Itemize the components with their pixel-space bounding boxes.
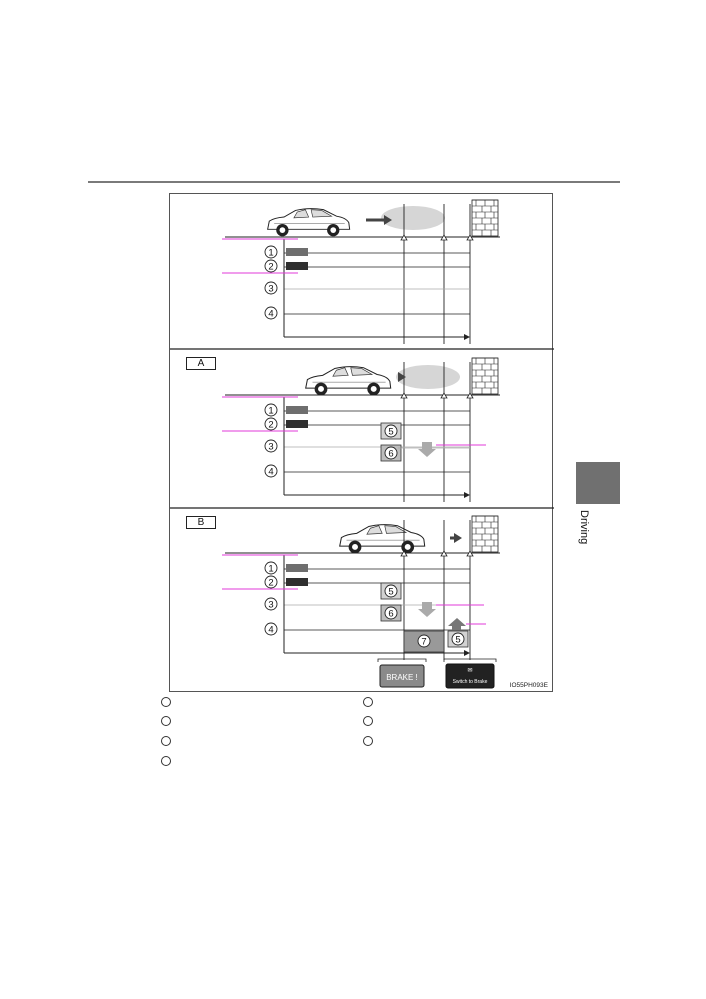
panel-label-a: A (186, 357, 216, 370)
panel-default-row-number-2 (264, 259, 278, 273)
panel-a-row-number-4 (264, 464, 278, 478)
panel-a-decel-arrow (418, 442, 436, 457)
switch-display-text: Switch to Brake (453, 679, 488, 685)
panel-b-decel-arrow (418, 602, 436, 617)
panel-default-indicator-bar-1 (286, 248, 308, 256)
panel-default-timeline-marker-1 (440, 234, 448, 241)
panel-default-row-number-1 (264, 245, 278, 259)
panel-b-timeline-marker-0 (400, 550, 408, 557)
panel-a-timeline-marker-0 (400, 392, 408, 399)
panel-default-time-axis-head (464, 334, 470, 340)
panel-b-row-number-2-text: 2 (268, 578, 273, 589)
panel-b-row-number-1-text: 1 (268, 564, 273, 575)
panel-b-row-number-1 (264, 561, 278, 575)
legend-marker-6 (363, 716, 373, 726)
panel-b-block-5-num-text: 5 (388, 587, 393, 598)
legend-marker-5 (363, 697, 373, 707)
panel-b-timeline-marker-2 (466, 550, 474, 557)
panel-a-motion-arrow-head (398, 372, 406, 382)
header-rule (88, 181, 620, 183)
brake-display-text: BRAKE ! (386, 673, 418, 682)
panel-b-block-5-num (384, 584, 398, 598)
panel-a-indicator-bar-2 (286, 420, 308, 428)
panel-a-timeline-marker-1 (440, 392, 448, 399)
panel-b-timeline-marker-1 (440, 550, 448, 557)
panel-b-indicator-bar-2 (286, 578, 308, 586)
panel-b-row-number-3-text: 3 (268, 600, 273, 611)
panel-label-b: B (186, 516, 216, 529)
panel-a-row-number-2 (264, 417, 278, 431)
panel-b-release-arrow (448, 618, 466, 633)
panel-a-wall (471, 357, 499, 395)
panel-default-row-number-2-text: 2 (268, 262, 273, 273)
panel-b-block-6-num-text: 6 (388, 609, 393, 620)
panel-default-timeline-marker-0 (400, 234, 408, 241)
panel-b-block-7-num-text: 7 (421, 637, 426, 648)
panel-a-block-5-num (384, 424, 398, 438)
panel-b-block-5-late-num-text: 5 (455, 635, 460, 646)
panel-b-row-number-3 (264, 597, 278, 611)
panel-default-row-number-4 (264, 306, 278, 320)
panel-a-row-number-2-text: 2 (268, 420, 273, 431)
panel-default-row-number-3 (264, 281, 278, 295)
panel-b-block-5-late-num (451, 632, 465, 646)
panel-a-row-number-4-text: 4 (268, 467, 273, 478)
panel-b-row-number-4 (264, 622, 278, 636)
panel-b-indicator-bar-1 (286, 564, 308, 572)
legend-marker-7 (363, 736, 373, 746)
panel-a-row-number-3-text: 3 (268, 442, 273, 453)
switch-display (445, 663, 495, 689)
panel-a-row-number-1 (264, 403, 278, 417)
panel-a-block-6-num-text: 6 (388, 449, 393, 460)
legend-marker-2 (161, 716, 171, 726)
panel-b-wall (471, 515, 499, 553)
panel-default-row-number-4-text: 4 (268, 309, 273, 320)
panel-a-car (305, 366, 392, 396)
panel-default-car (267, 208, 351, 237)
panel-b-block-7-num (417, 634, 431, 648)
switch-display-icon: ✉ (467, 668, 472, 674)
panel-default-indicator-bar-2 (286, 262, 308, 270)
panel-a-timeline-marker-2 (466, 392, 474, 399)
legend-marker-1 (161, 697, 171, 707)
brake-bracket (377, 658, 427, 662)
section-tab (576, 462, 620, 504)
panel-b-block-6-num (384, 606, 398, 620)
panel-a-row-number-1-text: 1 (268, 406, 273, 417)
figure-id: IO55PH093E (509, 682, 548, 689)
panel-default-wall (471, 199, 499, 237)
panel-a-row-number-3 (264, 439, 278, 453)
panel-b-row-number-4-text: 4 (268, 625, 273, 636)
panel-a-time-axis-head (464, 492, 470, 498)
panel-a-block-6-num (384, 446, 398, 460)
panel-a-block-5-num-text: 5 (388, 427, 393, 438)
panel-b-row-number-2 (264, 575, 278, 589)
panel-a-indicator-bar-1 (286, 406, 308, 414)
legend-marker-3 (161, 736, 171, 746)
panel-b-time-axis-head (464, 650, 470, 656)
panel-default-sensor-wave (381, 206, 445, 230)
panel-default-row-number-3-text: 3 (268, 284, 273, 295)
section-tab-label: Driving (578, 510, 590, 545)
panel-b-car (339, 524, 426, 554)
panel-default-timeline-marker-2 (466, 234, 474, 241)
legend-marker-4 (161, 756, 171, 766)
switch-bracket (443, 658, 497, 662)
brake-display (379, 664, 425, 688)
panel-default-row-number-1-text: 1 (268, 248, 273, 259)
panel-b-motion-arrow-head (454, 533, 462, 543)
panel-default-motion-arrow-head (384, 215, 392, 225)
